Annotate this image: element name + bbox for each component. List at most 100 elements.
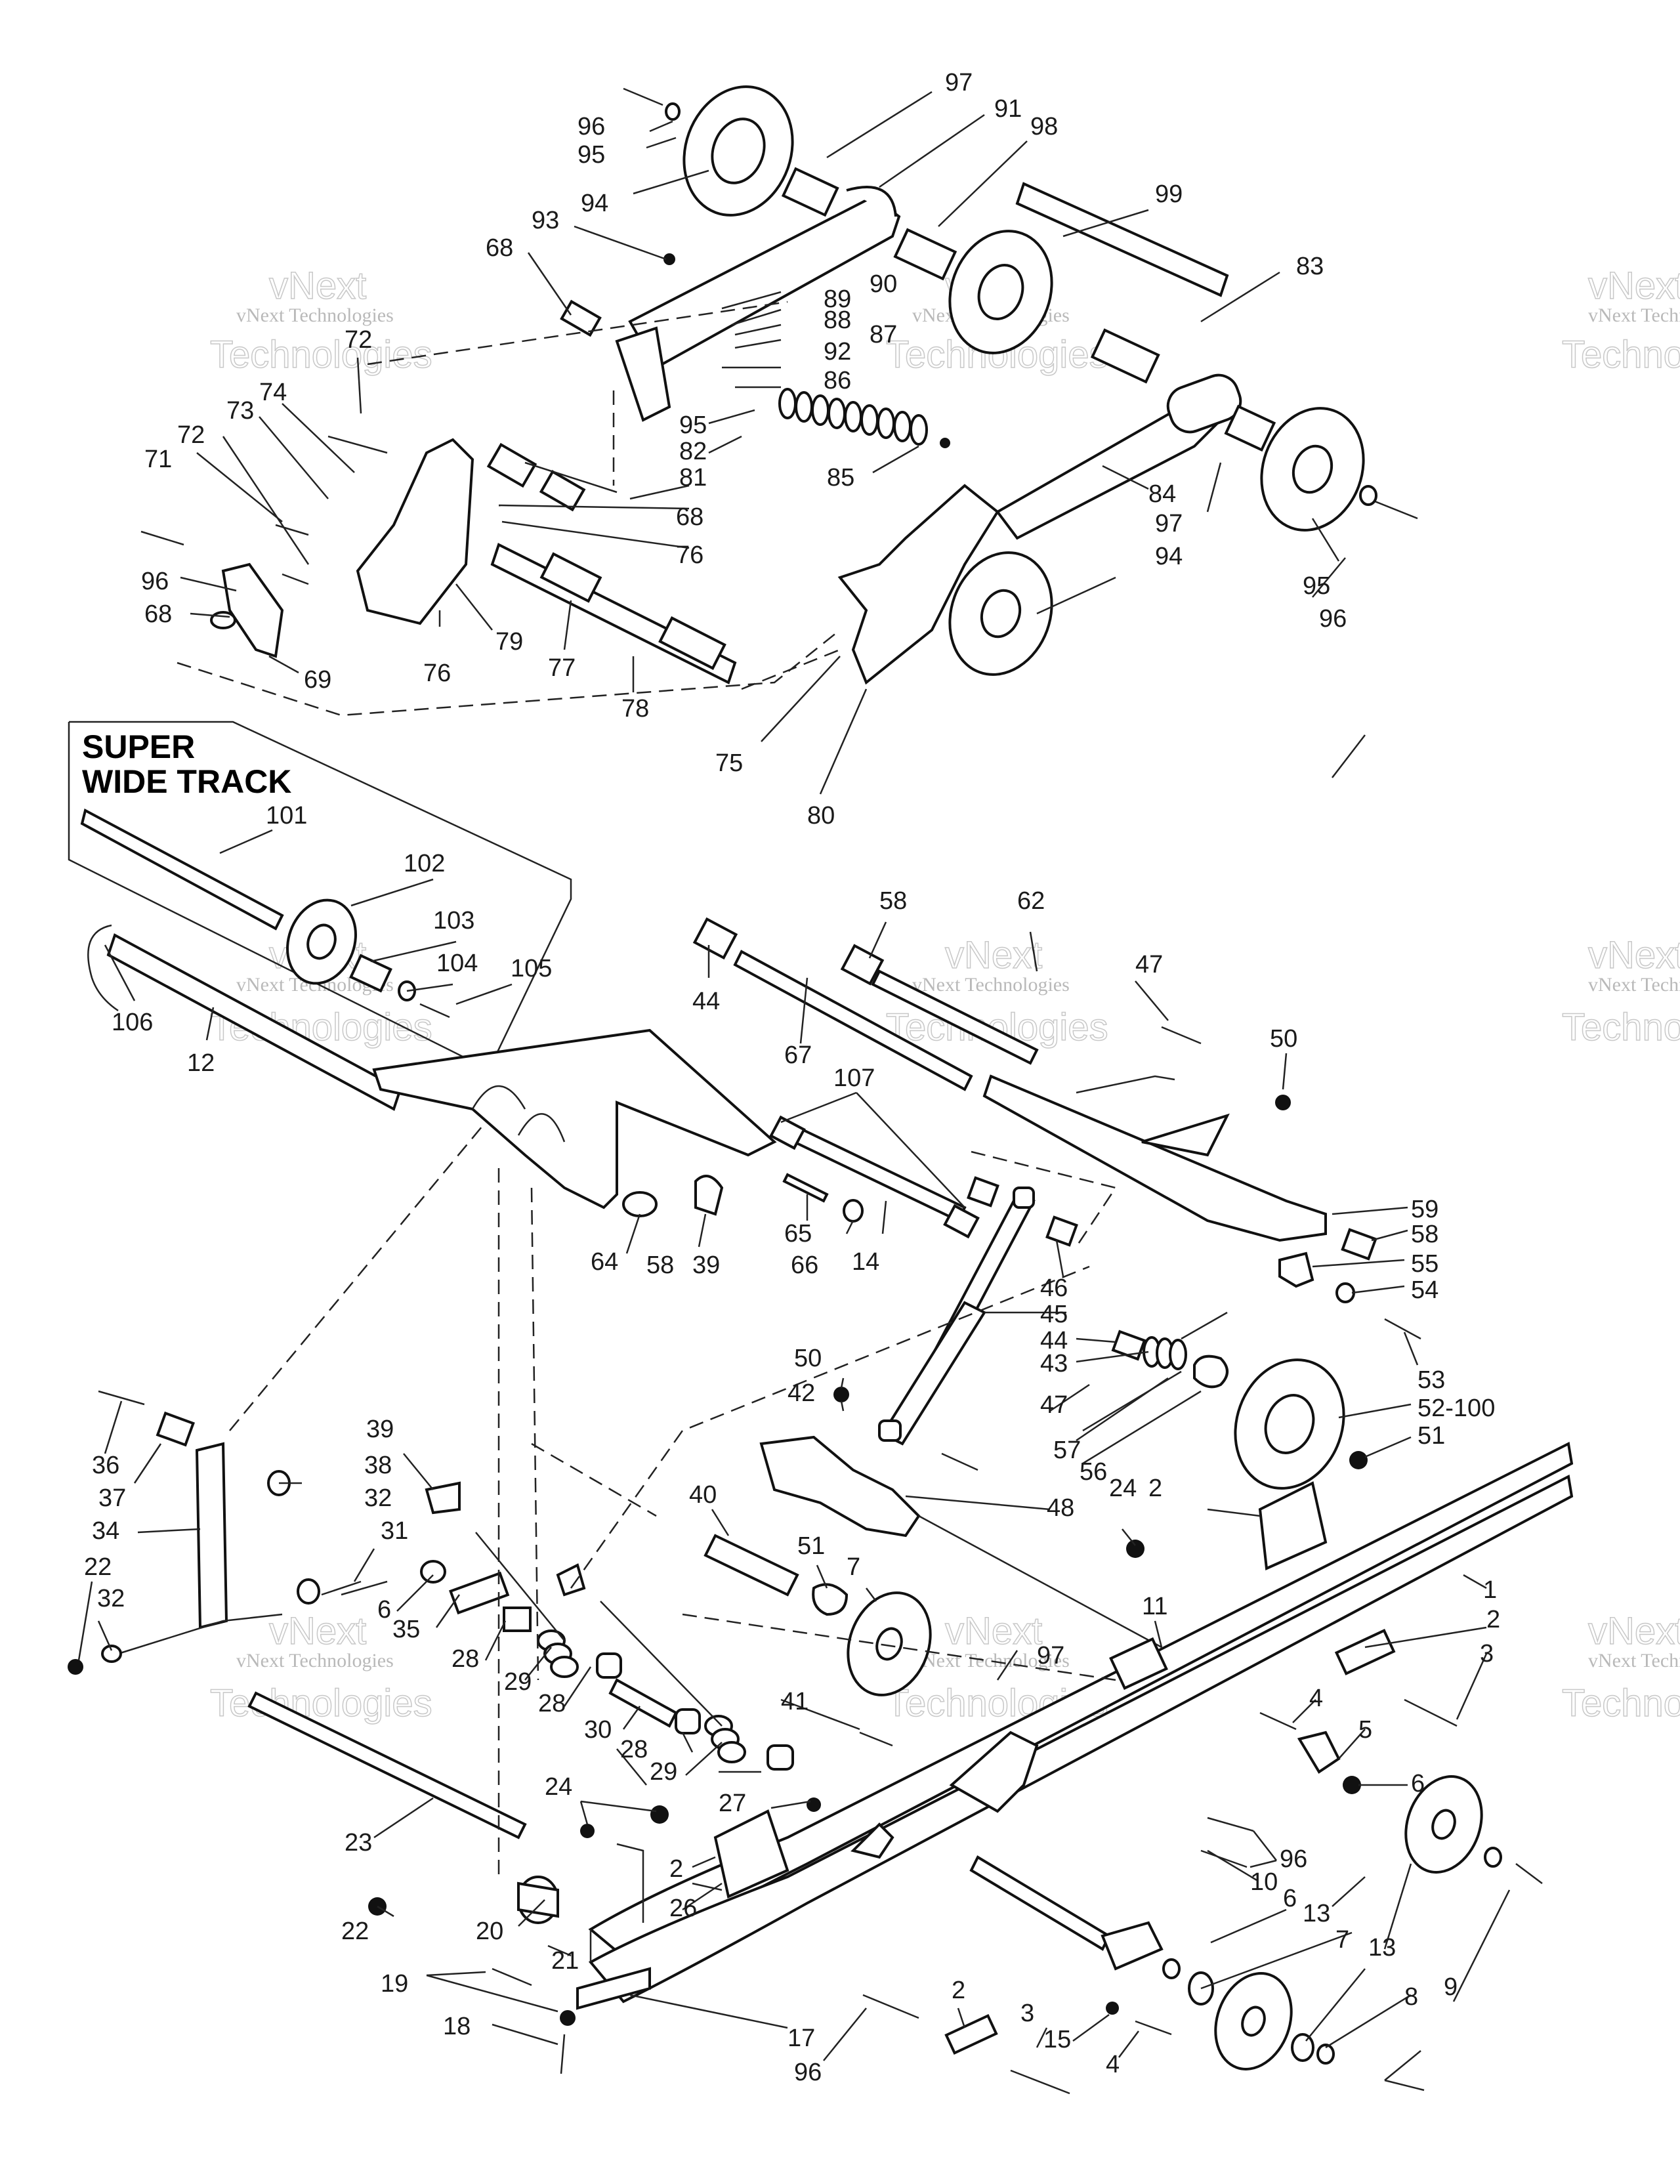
part-label: 80 [807,802,835,830]
spring-arm [600,1601,723,1727]
watermark-vnext: vNext [269,264,366,307]
bolt [282,573,309,585]
part-label: 96 [794,2059,822,2086]
part-label: 94 [1155,543,1183,570]
shaft [792,1127,967,1223]
assembly-guide [570,1265,1090,1589]
watermark-caption: vNext Technologies [1588,1650,1680,1671]
part-label: 85 [827,464,854,492]
slider-block [1258,1481,1328,1570]
part-label: 68 [676,503,704,531]
part-label: 41 [781,1688,808,1715]
part-label: 48 [1047,1494,1074,1522]
part-label: 64 [591,1248,618,1276]
part-label: 74 [259,379,287,406]
idler-wheel-hub [1264,1394,1315,1454]
hose [87,924,119,1012]
sleeve [658,616,726,670]
bracket [1101,1921,1164,1971]
watermark-caption: vNext Technologies [236,304,394,326]
idler-wheel-hub [875,1627,903,1661]
part-label: 106 [112,1009,153,1036]
inset-title-line2: WIDE TRACK [82,763,291,800]
nut [833,1387,849,1402]
rear-arm-assembly [140,85,1418,717]
watermark-tech: Technologies [1562,333,1680,376]
cross-shaft [247,1691,527,1839]
part-label: 97 [1155,510,1183,537]
bolt [1200,1849,1248,1868]
part-label: 51 [797,1532,825,1560]
washer [1359,485,1377,506]
part-label: 95 [578,141,605,169]
assembly-guide [229,1122,486,1431]
bushing [692,917,738,960]
part-label: 40 [689,1481,717,1509]
nut [940,438,950,448]
part-label: 24 [545,1773,572,1801]
assembly-guide [682,1613,1116,1681]
slide-rail-assembly [68,1122,1574,2095]
part-label: 62 [1017,887,1045,915]
part-label: 19 [381,1970,408,1998]
bolt [1404,1698,1458,1727]
part-label: 103 [433,907,474,934]
part-label: 34 [92,1517,119,1545]
part-label: 95 [679,411,707,439]
part-label: 55 [1411,1250,1438,1278]
watermark-caption: vNext Technologies [236,1650,394,1671]
part-label: 3 [1480,1640,1494,1668]
pin [222,1613,283,1622]
part-label: 104 [436,950,478,977]
rear-arm-loop [846,186,897,217]
part-label: 22 [341,1918,369,1945]
shaft [871,969,1039,1065]
washer [101,1645,122,1663]
axle [80,808,284,931]
inset-frame [68,721,572,1071]
watermark-vnext: vNext [945,934,1042,976]
part-label: 13 [1368,1934,1396,1962]
spacer [1090,328,1160,384]
bolt [1515,1863,1543,1884]
part-label: 22 [84,1553,112,1581]
bolt [1161,1026,1202,1045]
arm-bracket [356,438,474,625]
watermark-tech: Technologies [1562,1682,1680,1725]
spacer [893,228,957,281]
part-label: 102 [404,850,445,877]
part-label: 28 [538,1690,566,1717]
washer [843,1199,864,1223]
part-label: 52-100 [1418,1395,1495,1422]
bolt [1259,1712,1297,1731]
part-label: 91 [994,95,1022,123]
front-arm-assembly [87,917,1421,1696]
shock-eye [1013,1186,1035,1209]
part-label: 37 [98,1484,126,1512]
nut [1126,1540,1144,1558]
bolt [275,524,309,536]
part-label: 73 [226,397,254,425]
arm-bracket [837,484,999,685]
assembly-guide [531,1442,657,1517]
bolt [862,1994,919,2019]
bushing [1341,1228,1377,1261]
leader-lines [77,91,1511,2081]
bushing [210,611,236,629]
part-label: 84 [1148,480,1176,508]
idler-wheel-hub [977,264,1024,320]
part-label: 71 [144,446,172,473]
bolt [492,1967,532,1986]
bushing [486,442,537,488]
part-label: 81 [679,464,707,492]
bushing [840,944,885,986]
part-label: 50 [794,1345,822,1372]
washer [297,1578,320,1605]
part-label: 58 [879,887,907,915]
nut [580,1824,595,1838]
slider-plate [944,2013,998,2055]
part-label: 65 [784,1220,812,1248]
watermark-vnext: vNext [269,1610,366,1652]
part-labels: 97 91 98 96 95 94 99 93 83 68 89 90 88 8… [84,69,1500,2086]
